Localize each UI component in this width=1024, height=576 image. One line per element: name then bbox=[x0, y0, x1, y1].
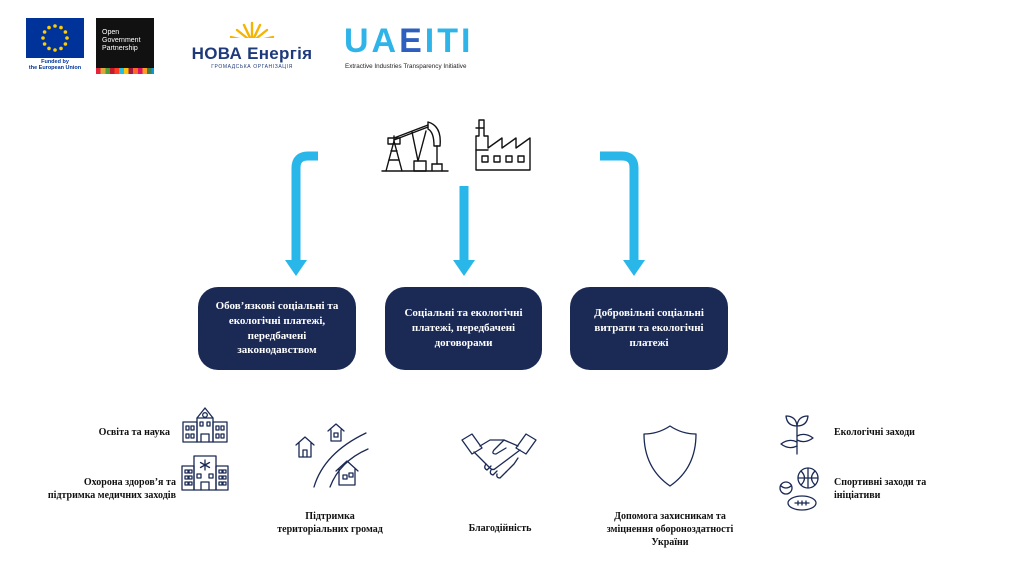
ua-eiti-subtitle: Extractive Industries Transparency Initi… bbox=[345, 63, 467, 70]
center-down-arrow-icon bbox=[453, 186, 475, 276]
ua-eiti-ua: UA bbox=[344, 22, 400, 60]
handshake-icon bbox=[461, 433, 537, 479]
nova-name: НОВА Енергія bbox=[191, 44, 313, 63]
sprout-icon bbox=[780, 415, 814, 455]
left-curved-arrow-icon bbox=[285, 151, 318, 276]
defense-label: Допомога захисникам та зміцнення обороно… bbox=[606, 511, 734, 548]
mandatory-payments-box: Обов’язкові соціальні та екологічні плат… bbox=[198, 287, 356, 370]
ogp-line2: Government bbox=[102, 37, 141, 45]
eu-caption-line2: the European Union bbox=[28, 65, 82, 72]
mandatory-payments-text: Обов’язкові соціальні та екологічні плат… bbox=[215, 299, 339, 357]
sports-label: Спортивні заходи та ініціативи bbox=[834, 477, 927, 501]
eu-caption: Funded by the European Union bbox=[20, 59, 90, 72]
ogp-line3: Partnership bbox=[102, 45, 138, 53]
nova-subtitle: ГРОМАДСЬКА ОРГАНІЗАЦІЯ bbox=[211, 64, 293, 70]
contract-payments-box: Соціальні та екологічні платежі, передба… bbox=[385, 287, 542, 370]
right-curved-arrow-icon bbox=[600, 151, 645, 276]
ua-eiti-iti: ITI bbox=[424, 22, 474, 60]
oil-pump-icon bbox=[381, 121, 449, 172]
sun-rays-icon bbox=[222, 21, 282, 46]
ogp-logo: Open Government Partnership bbox=[96, 18, 154, 74]
ogp-stripe bbox=[96, 68, 154, 74]
charity-label: Благодійність bbox=[468, 523, 532, 534]
voluntary-payments-box: Добровільні соціальні витрати та екологі… bbox=[570, 287, 728, 370]
ogp-line1: Open bbox=[102, 29, 120, 36]
sports-balls-icon bbox=[779, 467, 819, 511]
eu-flag-logo bbox=[26, 18, 84, 58]
contract-payments-text: Соціальні та екологічні платежі, передба… bbox=[404, 307, 523, 349]
communities-label: Підтримка територіальних громад bbox=[277, 511, 383, 535]
ecology-label: Екологічні заходи bbox=[834, 427, 915, 438]
voluntary-payments-text: Добровільні соціальні витрати та екологі… bbox=[594, 307, 704, 349]
ua-eiti-e: E bbox=[399, 22, 425, 60]
ua-eiti-logo: UAEITI bbox=[344, 24, 473, 58]
shield-icon bbox=[643, 425, 697, 487]
education-label: Освіта та наука bbox=[98, 427, 170, 438]
school-icon bbox=[182, 407, 228, 443]
eu-caption-line1: Funded by bbox=[41, 59, 69, 65]
health-label: Охорона здоров’я та підтримка медичних з… bbox=[47, 477, 176, 501]
factory-icon bbox=[475, 119, 531, 171]
hospital-icon bbox=[181, 455, 229, 491]
nova-energy-logo: НОВА Енергія ГРОМАДСЬКА ОРГАНІЗАЦІЯ bbox=[184, 20, 320, 76]
houses-road-icon bbox=[295, 423, 369, 488]
